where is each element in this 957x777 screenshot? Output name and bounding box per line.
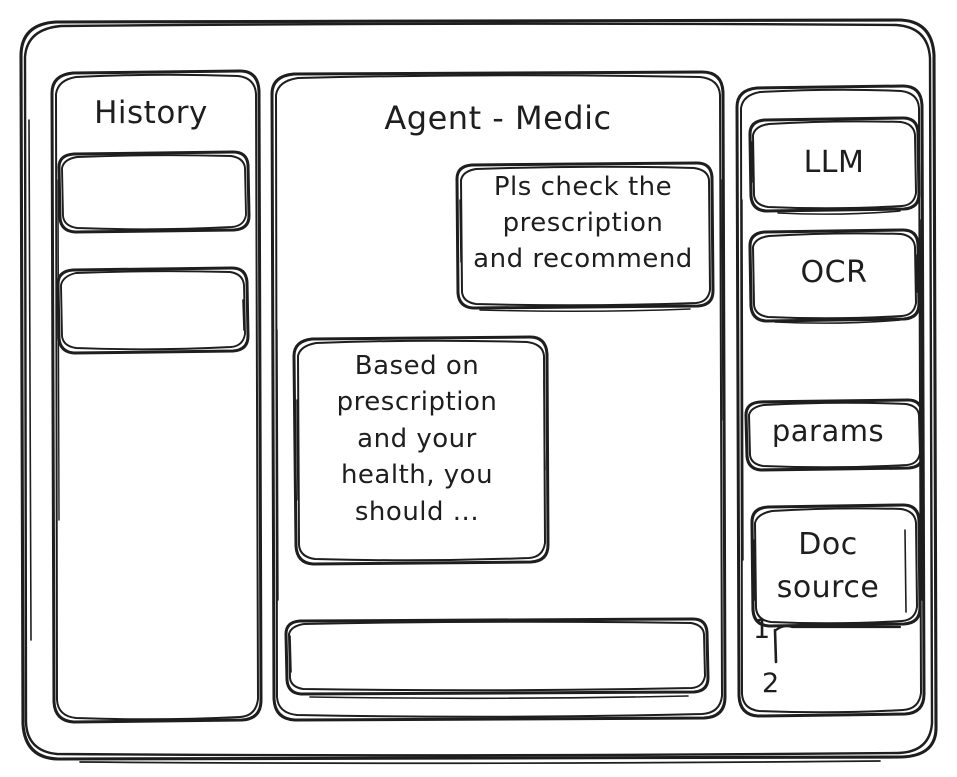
main-panel-outline — [270, 70, 727, 722]
llm-panel-outline[interactable] — [748, 116, 921, 215]
assistant-message-text: Based on prescription and your health, y… — [336, 351, 498, 527]
params-panel-outline[interactable] — [744, 398, 925, 472]
user-message-text: Pls check the prescription and recommend — [473, 172, 693, 274]
source-list-connectors — [773, 624, 902, 664]
ocr-panel-label: OCR — [800, 255, 868, 290]
params-panel-label: params — [771, 414, 885, 448]
ocr-panel-outline[interactable] — [748, 228, 921, 324]
history-panel-outline — [50, 69, 263, 724]
source-list-item-2[interactable]: 2 — [762, 668, 780, 699]
history-panel-title: History — [94, 95, 208, 131]
doc-source-panel-label: Doc source — [776, 527, 880, 605]
history-item-2-outline[interactable] — [56, 266, 250, 355]
history-item-1-outline[interactable] — [57, 150, 251, 234]
app-window-frame — [19, 18, 938, 765]
assistant-message-bubble-outline — [292, 335, 550, 566]
composer-input-outline[interactable] — [284, 617, 710, 700]
llm-panel-label: LLM — [803, 145, 865, 180]
source-list-item-1[interactable]: 1 — [753, 614, 771, 645]
page-title: Agent - Medic — [384, 99, 612, 137]
doc-source-panel-outline[interactable] — [750, 503, 922, 628]
user-message-bubble-outline — [455, 161, 715, 313]
